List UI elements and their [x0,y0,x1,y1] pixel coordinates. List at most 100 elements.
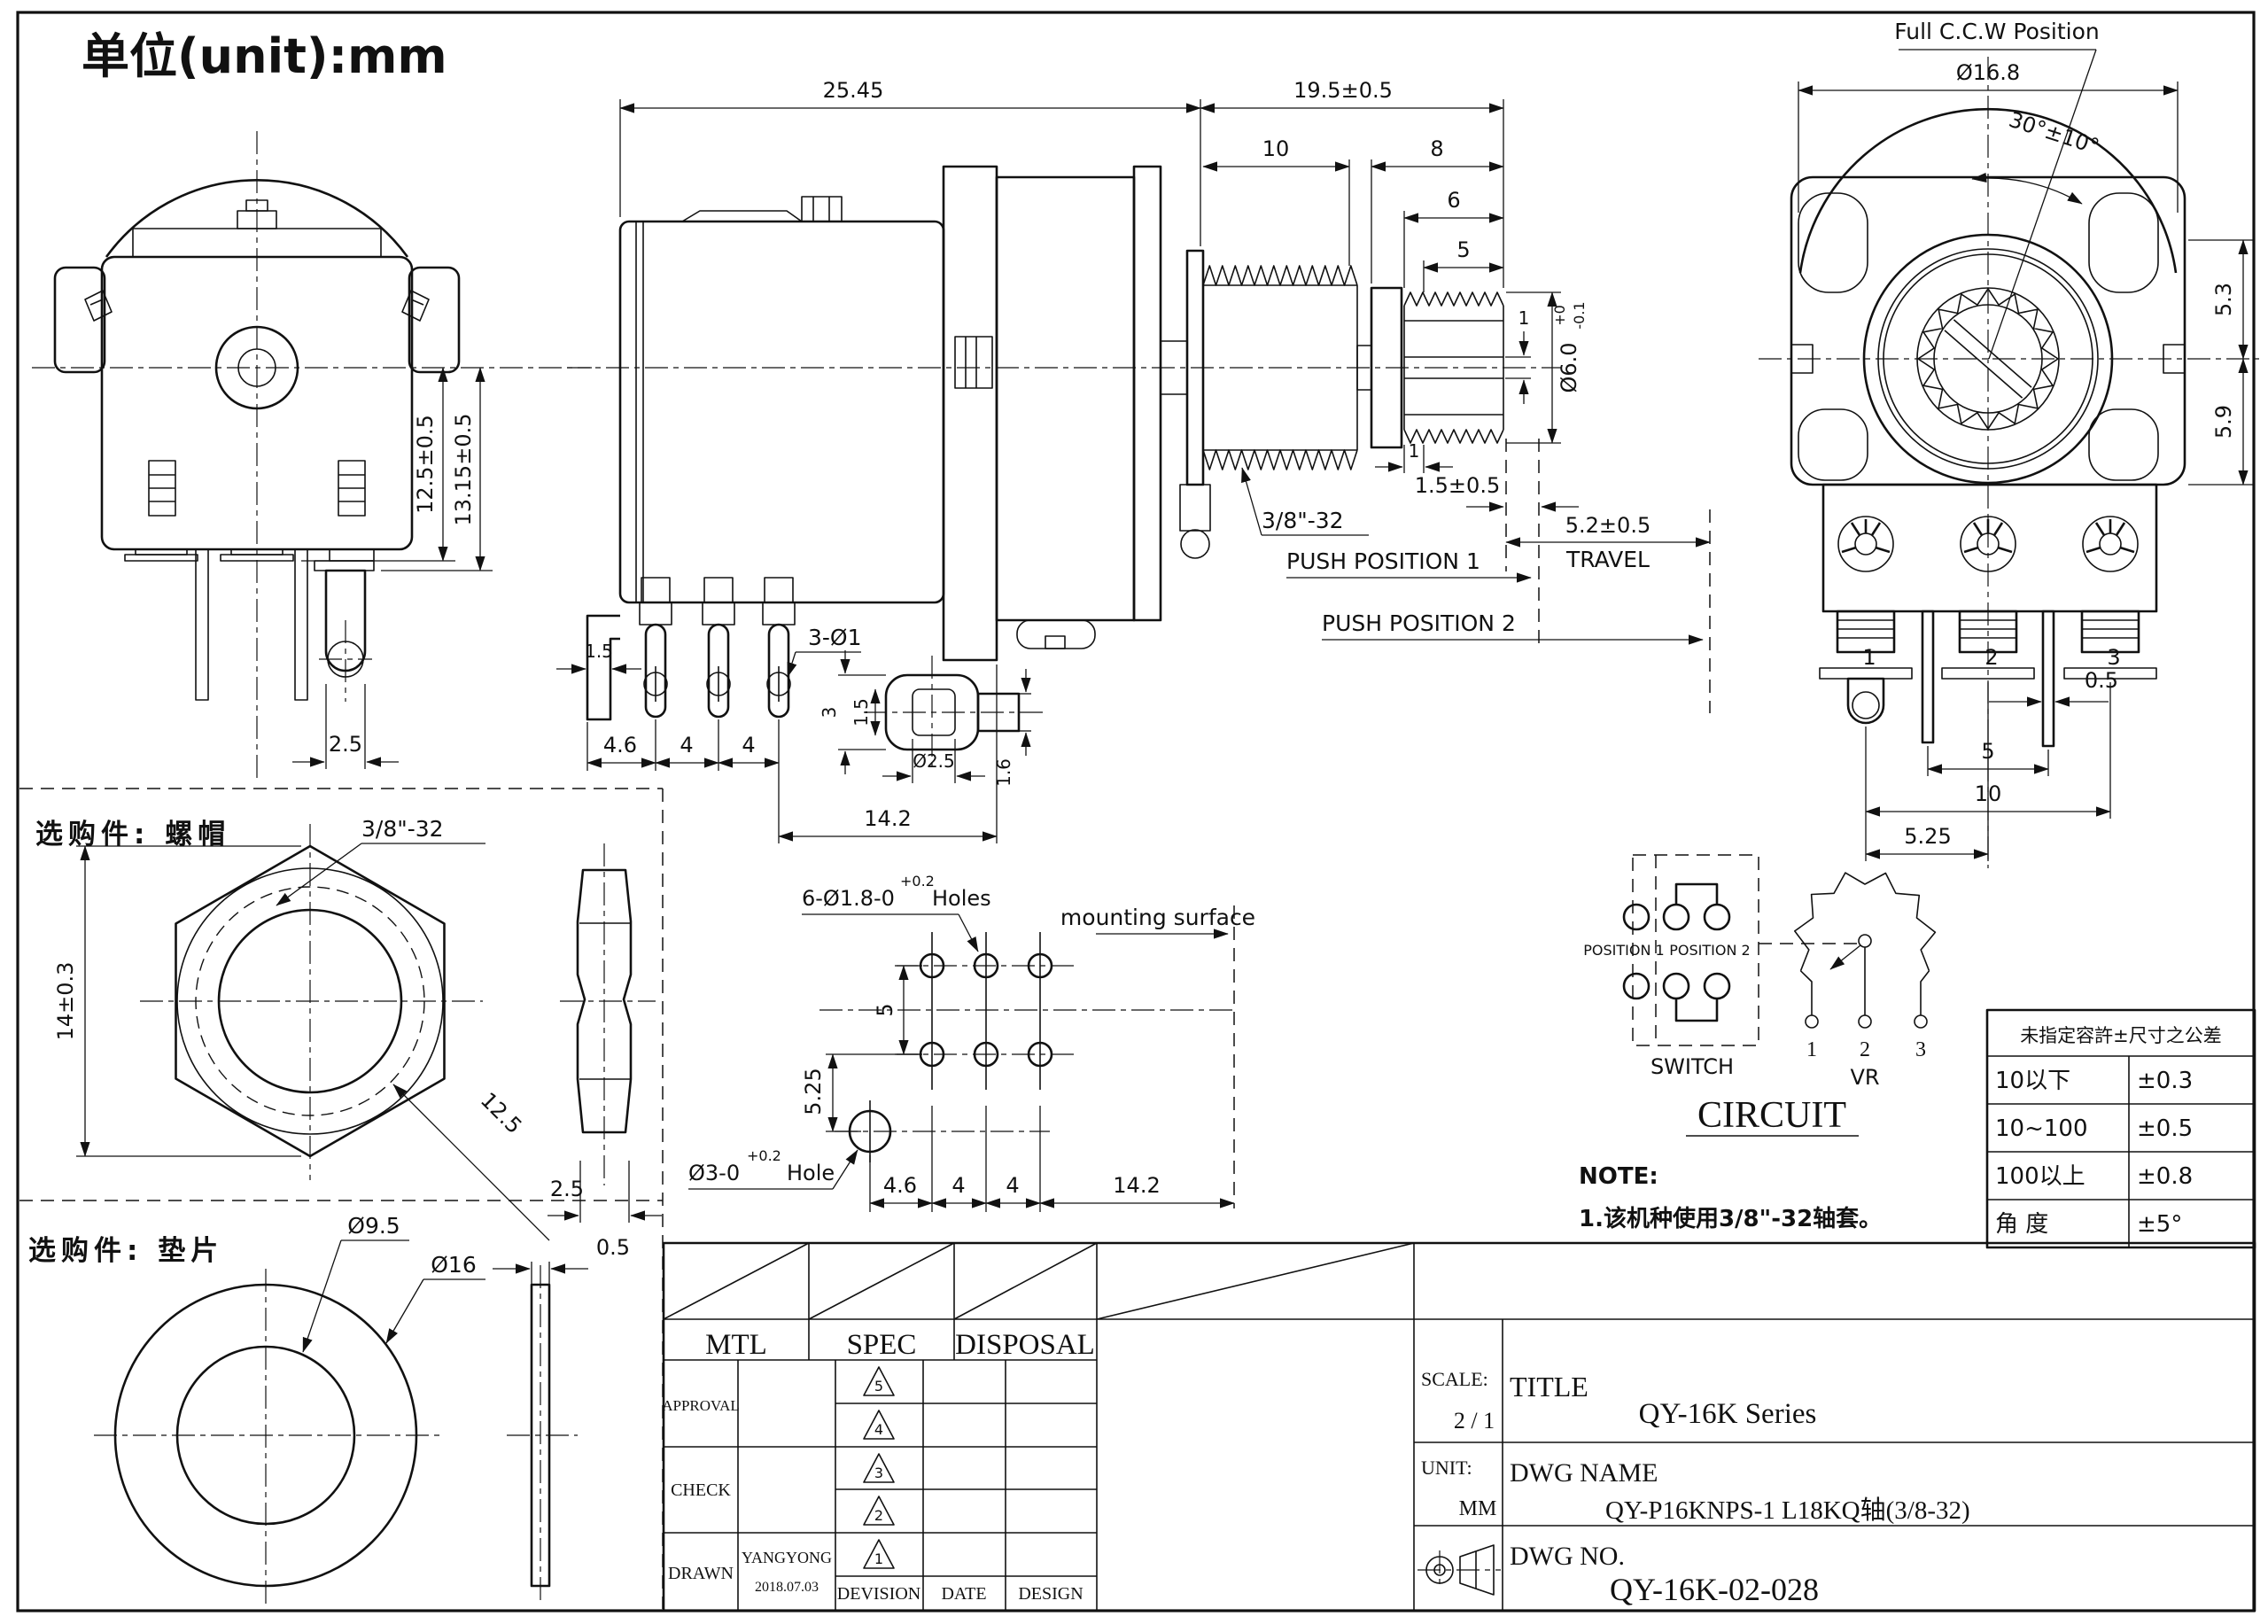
shaft-end [1916,287,2060,431]
dim-4b: 4 [742,733,755,758]
vr-pin-2: 2 [1860,1038,1870,1061]
pin [195,548,209,701]
dim-lug-1.5: 1.5 [850,698,872,727]
dim-25.45: 25.45 [823,78,884,103]
pcb-hole-tol: +0.2 [747,1147,781,1164]
dim-10: 10 [1262,136,1290,161]
approval-label: APPROVAL [662,1397,740,1414]
full-ccw-label: Full C.C.W Position [1894,19,2100,44]
terminal-2: 2 [1941,610,2035,680]
vr-pin-3: 3 [1915,1038,1926,1061]
tol-value-4: ±5° [2137,1211,2182,1238]
dim-4b-pcb: 4 [1006,1173,1019,1198]
dim-14.2-pcb: 14.2 [1113,1173,1160,1198]
lug-detail: 3 1.5 Ø2.5 1.6 [819,650,1045,787]
dim-6: 6 [1447,188,1460,213]
dim-lug-2.5: Ø2.5 [913,750,955,772]
terminal-3-label: 3 [2107,645,2120,670]
dim-5.3: 5.3 [2211,283,2236,316]
position-1-label: POSITION 1 [1583,942,1664,959]
knob-circle [1798,107,2178,274]
title-label: TITLE [1510,1371,1588,1403]
thread-label: 3/8"-32 [1262,508,1344,533]
design-label: DESIGN [1018,1584,1083,1604]
terminal-2-label: 2 [1984,645,1998,670]
dim-shaft-tol-hi: +0 [1551,305,1568,326]
support-lug [324,569,367,672]
rev-4: 4 [874,1421,883,1438]
vr-label: VR [1850,1065,1879,1090]
terminal-3: 3 [2063,610,2157,680]
dwg-name-value: QY-P16KNPS-1 L18KQ轴(3/8-32) [1605,1496,1970,1525]
knurl-top [1403,291,1504,307]
nut-section: 选购件: 螺帽 14±0.3 3/8"-32 12.5 2.5 [19,788,664,1609]
dim-16: Ø16 [431,1252,477,1278]
switch-box [1632,854,1759,1046]
vr-resistor [1794,872,1937,972]
pc-pin [2041,610,2055,748]
dim-13.15: 13.15±0.5 [451,414,476,526]
dim-shaft-tol-lo: -0.1 [1571,301,1588,329]
spec-label: SPEC [847,1329,917,1361]
dwg-no-label: DWG NO. [1510,1542,1625,1571]
dim-1-gap: 1 [1409,440,1420,462]
dim-4a: 4 [680,733,693,758]
washer-side-view [530,1283,551,1588]
dim-1.5-tol: 1.5±0.5 [1415,473,1500,498]
circuit-diagram: POSITION 1 POSITION 2 SWITCH 1 2 3 VR CI… [1583,854,1937,1137]
dwg-name-label: DWG NAME [1510,1458,1658,1488]
circuit-title: CIRCUIT [1697,1095,1846,1136]
dim-angle: 30°±10° [2006,107,2102,159]
note-line-1: 1.该机种使用3/8"-32轴套。 [1579,1205,1882,1232]
shaft-flange [1370,286,1403,449]
dim-9.5: Ø9.5 [347,1213,400,1239]
pot-body [995,175,1136,622]
rivet [1837,516,1894,572]
drawn-date: 2018.07.03 [755,1580,819,1595]
mounting-ear-right [408,266,461,374]
switch-plate [942,165,998,662]
dim-2.5-nut: 2.5 [550,1177,584,1201]
nut-thread-label: 3/8"-32 [361,816,444,842]
tol-value-2: ±0.5 [2137,1115,2193,1142]
tol-header: 未指定容許±尺寸之公差 [2020,1025,2222,1046]
thread-profile-bottom [1202,449,1358,470]
terminal-1-label: 1 [1862,645,1876,670]
pcb-holes-suffix: Holes [932,886,991,911]
pin [294,548,308,701]
dim-lug-1.6: 1.6 [993,758,1014,787]
dim-4.6: 4.6 [603,733,637,758]
unit-value: MM [1459,1497,1497,1520]
center-hole [214,325,299,410]
rivet [1960,516,2016,572]
scale-label: SCALE: [1421,1368,1488,1390]
dim-19.5: 19.5±0.5 [1293,78,1393,103]
body-dome [105,179,409,258]
pcb-holes-label: 6-Ø1.8-0 [802,886,895,911]
washer-inner [175,1345,356,1526]
dim-5-pcb: 5 [873,1003,897,1016]
dim-16.8: Ø16.8 [1956,60,2020,85]
knurl-ring [1917,288,2059,430]
washer-outer [113,1283,418,1588]
terminal-1: 1 [1819,610,1913,725]
dim-12.5-nut: 12.5 [476,1088,527,1139]
dim-5.9: 5.9 [2211,405,2236,439]
tolerance-table: 未指定容許±尺寸之公差 10以下 ±0.3 10~100 ±0.5 100以上 … [1985,1008,2256,1249]
pcb-holes-tol: +0.2 [900,873,935,890]
tol-range-1: 10以下 [1995,1068,2070,1094]
push-position-2-label: PUSH POSITION 2 [1322,610,1516,636]
nut-title: 选购件: 螺帽 [35,819,230,851]
hex-nut [175,844,446,1158]
position-2-label: POSITION 2 [1669,942,1750,959]
dim-2.5: 2.5 [329,732,362,757]
rev-1: 1 [874,1550,883,1567]
vr-pin-1: 1 [1806,1038,1817,1061]
push-position-1-label: PUSH POSITION 1 [1286,548,1480,574]
pcb-hole-suffix: Hole [787,1161,835,1185]
title-block: MTL SPEC DISPOSAL APPROVAL CHECK DRAWN Y… [662,1241,2256,1612]
pcb-layout: 6-Ø1.8-0 +0.2 Holes mounting surface 5 5… [688,873,1255,1212]
terminal-pin [644,623,667,719]
dim-5: 5 [1456,237,1470,262]
